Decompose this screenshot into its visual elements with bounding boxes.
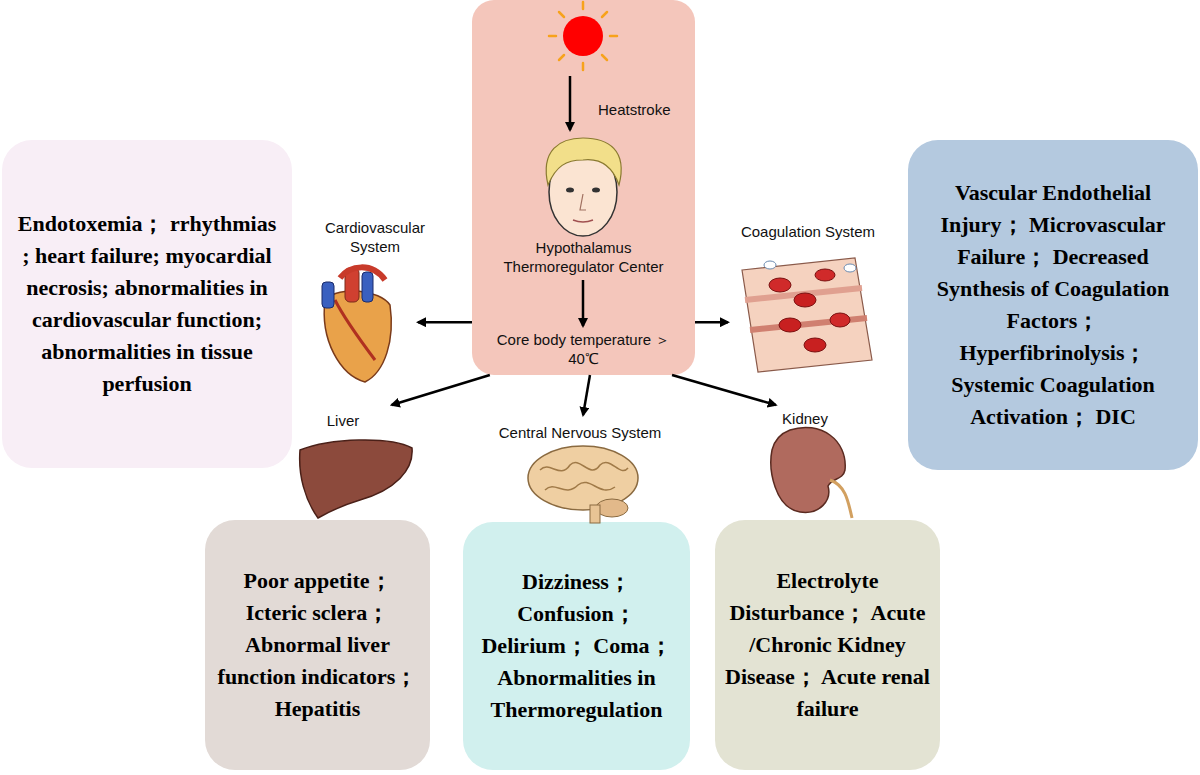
symptom-panel: Endotoxemia； rrhythmias ; heart failure;…	[2, 140, 292, 468]
flow-arrow	[392, 375, 490, 405]
sun-icon	[549, 2, 617, 70]
organ-group: Poor appetite； Icteric sclera； Abnormal …	[205, 405, 430, 770]
organ-heading: Central Nervous System	[480, 423, 680, 442]
process-box: HeatstrokeHypothalamus Thermoregulator C…	[472, 0, 695, 375]
organ-group: Dizziness； Confusion； Delirium； Coma； Ab…	[463, 415, 690, 770]
flow-arrow	[418, 321, 472, 324]
kidney-icon	[771, 427, 852, 518]
vessel-icon	[742, 258, 872, 372]
symptom-list: Dizziness； Confusion； Delirium； Coma； Ab…	[473, 566, 680, 726]
organ-heading: Kidney	[755, 409, 855, 428]
face-icon	[546, 138, 621, 236]
flow-arrow	[582, 280, 585, 326]
flow-arrow	[583, 375, 590, 415]
brain-icon	[528, 446, 638, 523]
flow-arrow	[672, 375, 776, 405]
symptom-panel: Vascular Endothelial Injury； Microvascul…	[908, 140, 1198, 470]
symptom-panel: Poor appetite； Icteric sclera； Abnormal …	[205, 520, 430, 770]
organ-group: Electrolyte Disturbance； Acute /Chronic …	[715, 405, 940, 770]
symptom-list: Poor appetite； Icteric sclera； Abnormal …	[215, 565, 420, 725]
organ-heading: Cardiovascular System	[315, 218, 435, 256]
liver-icon	[300, 440, 412, 518]
node-label: Hypothalamus Thermoregulator Center	[493, 238, 674, 276]
symptom-list: Vascular Endothelial Injury； Microvascul…	[918, 177, 1188, 433]
step-label: Heatstroke	[598, 100, 693, 119]
organ-heading: Liver	[293, 411, 393, 430]
heart-icon	[322, 267, 391, 382]
symptom-panel: Dizziness； Confusion； Delirium； Coma； Ab…	[463, 522, 690, 770]
flow-arrow	[695, 321, 728, 324]
organ-heading: Coagulation System	[728, 222, 888, 241]
symptom-list: Endotoxemia； rrhythmias ; heart failure;…	[12, 208, 282, 400]
symptom-panel: Electrolyte Disturbance； Acute /Chronic …	[715, 520, 940, 770]
node-label: Core body temperature ＞40℃	[488, 330, 679, 368]
flow-arrow	[569, 76, 572, 130]
symptom-list: Electrolyte Disturbance； Acute /Chronic …	[725, 565, 930, 725]
